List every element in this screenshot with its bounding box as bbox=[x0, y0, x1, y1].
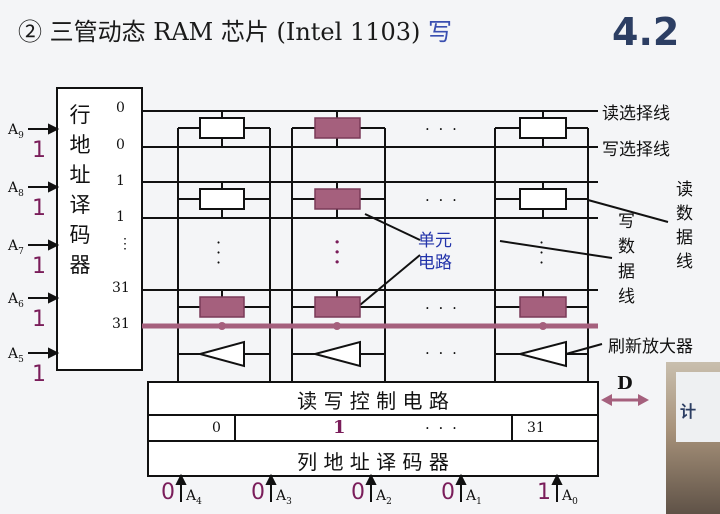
section-number: 4.2 bbox=[612, 10, 680, 54]
addr-a3: A3 bbox=[276, 488, 292, 507]
vdots-col0: ··· bbox=[216, 233, 222, 272]
addr-a6-bit: 1 bbox=[32, 307, 46, 332]
cell-1-31 bbox=[519, 188, 567, 210]
addr-a1-bit: 0 bbox=[441, 480, 455, 505]
row-output-vdots: ⋮ bbox=[118, 236, 132, 252]
webcam-text: 计 bbox=[680, 402, 697, 421]
cell-stub-0-0 bbox=[178, 111, 270, 147]
title-prefix: ② 三管动态 RAM 芯片 (Intel 1103) bbox=[18, 18, 429, 46]
data-io-arrow bbox=[601, 394, 649, 406]
cell-31-31-highlight bbox=[519, 296, 567, 318]
webcam-overlay: 计 bbox=[666, 362, 720, 514]
addr-a2-bit: 0 bbox=[351, 480, 365, 505]
rw-control-box bbox=[147, 381, 599, 416]
junction-31-31 bbox=[539, 322, 547, 330]
cell-stub-31-0 bbox=[178, 290, 270, 308]
junction-31-0 bbox=[218, 322, 226, 330]
addr-a3-bit: 0 bbox=[251, 480, 265, 505]
vdots-col31: ··· bbox=[539, 233, 545, 272]
addr-a0-bit: 1 bbox=[537, 480, 551, 505]
row-output-31b: 31 bbox=[112, 316, 130, 332]
title-accent: 写 bbox=[428, 18, 453, 46]
row-output-1b: 1 bbox=[116, 209, 125, 225]
row-decoder-box bbox=[56, 87, 143, 371]
column-output-31: 31 bbox=[527, 420, 545, 436]
addr-a0: A0 bbox=[562, 488, 578, 507]
refresh-amp-0 bbox=[196, 340, 245, 368]
addr-a8: A8 bbox=[8, 180, 24, 199]
cell-stub-1-1 bbox=[292, 182, 385, 218]
row-output-31a: 31 bbox=[112, 280, 130, 296]
refresh-amp-31 bbox=[516, 340, 567, 368]
addr-a4-bit: 0 bbox=[161, 480, 175, 505]
column-output-strip bbox=[147, 414, 599, 442]
cell-stub-31-31 bbox=[495, 290, 588, 308]
write-data-label: 写数据线 bbox=[618, 212, 635, 307]
ellipsis-row-1: · · · bbox=[425, 191, 459, 209]
cell-stub-1-31 bbox=[495, 182, 588, 218]
column-output-0: 0 bbox=[212, 420, 221, 436]
row-output-0b: 0 bbox=[116, 137, 125, 153]
addr-a8-bit: 1 bbox=[32, 196, 46, 221]
refresh-amp-1 bbox=[311, 340, 361, 368]
row-output-1a: 1 bbox=[116, 173, 125, 189]
addr-a9-bit: 1 bbox=[32, 138, 46, 163]
cell-31-1-highlight bbox=[314, 296, 361, 318]
row-output-0a: 0 bbox=[116, 100, 125, 116]
cell-stub-0-31 bbox=[495, 111, 588, 147]
refresh-amp-label: 刷新放大器 bbox=[608, 337, 693, 357]
vdots-col1: ··· bbox=[334, 232, 341, 273]
column-decoder-box bbox=[147, 440, 599, 477]
rw-control-label: 读 写 控 制 电 路 bbox=[297, 389, 449, 413]
webcam-background bbox=[676, 372, 720, 442]
cell-stub-1-0 bbox=[178, 182, 270, 218]
read-data-leader bbox=[587, 199, 669, 223]
column-output-1: 1 bbox=[333, 417, 346, 438]
junction-31-1 bbox=[333, 322, 341, 330]
cell-31-0-highlight bbox=[199, 296, 245, 318]
read-data-label: 读数据线 bbox=[676, 180, 693, 272]
write-data-leader bbox=[499, 240, 613, 259]
addr-a1: A1 bbox=[466, 488, 482, 507]
column-output-ellipsis: · · · bbox=[425, 419, 459, 437]
addr-a6: A6 bbox=[8, 291, 24, 310]
cell-0-0 bbox=[199, 117, 245, 139]
cell-1-0 bbox=[199, 188, 245, 210]
addr-a9: A9 bbox=[8, 122, 24, 141]
data-io-label: D bbox=[617, 373, 633, 394]
read-select-label: 读选择线 bbox=[602, 104, 670, 124]
ellipsis-row-0: · · · bbox=[425, 120, 459, 138]
addr-a7: A7 bbox=[8, 238, 24, 257]
cell-1-1-highlight bbox=[314, 188, 361, 210]
cell-leader-1 bbox=[364, 213, 421, 241]
addr-a4: A4 bbox=[186, 488, 202, 507]
addr-a2: A2 bbox=[376, 488, 392, 507]
ellipsis-amp: · · · bbox=[425, 344, 459, 362]
ellipsis-row-31: · · · bbox=[425, 299, 459, 317]
cell-0-1-highlight bbox=[314, 117, 361, 139]
cell-leader-2 bbox=[359, 254, 421, 306]
cell-circuit-label: 单元电路 bbox=[418, 231, 452, 273]
addr-a7-bit: 1 bbox=[32, 254, 46, 279]
row-decoder-label: 行地址译码器 bbox=[69, 103, 91, 277]
write-select-label: 写选择线 bbox=[602, 140, 670, 160]
addr-a5: A5 bbox=[8, 346, 24, 365]
cell-0-31 bbox=[519, 117, 567, 139]
column-decoder-label: 列 地 址 译 码 器 bbox=[297, 450, 449, 474]
refresh-amp-leader bbox=[565, 343, 603, 355]
addr-a5-bit: 1 bbox=[32, 362, 46, 387]
slide-title: ② 三管动态 RAM 芯片 (Intel 1103) 写 bbox=[18, 12, 452, 47]
cell-stub-0-1 bbox=[292, 111, 385, 147]
cell-stub-31-1 bbox=[292, 290, 385, 308]
